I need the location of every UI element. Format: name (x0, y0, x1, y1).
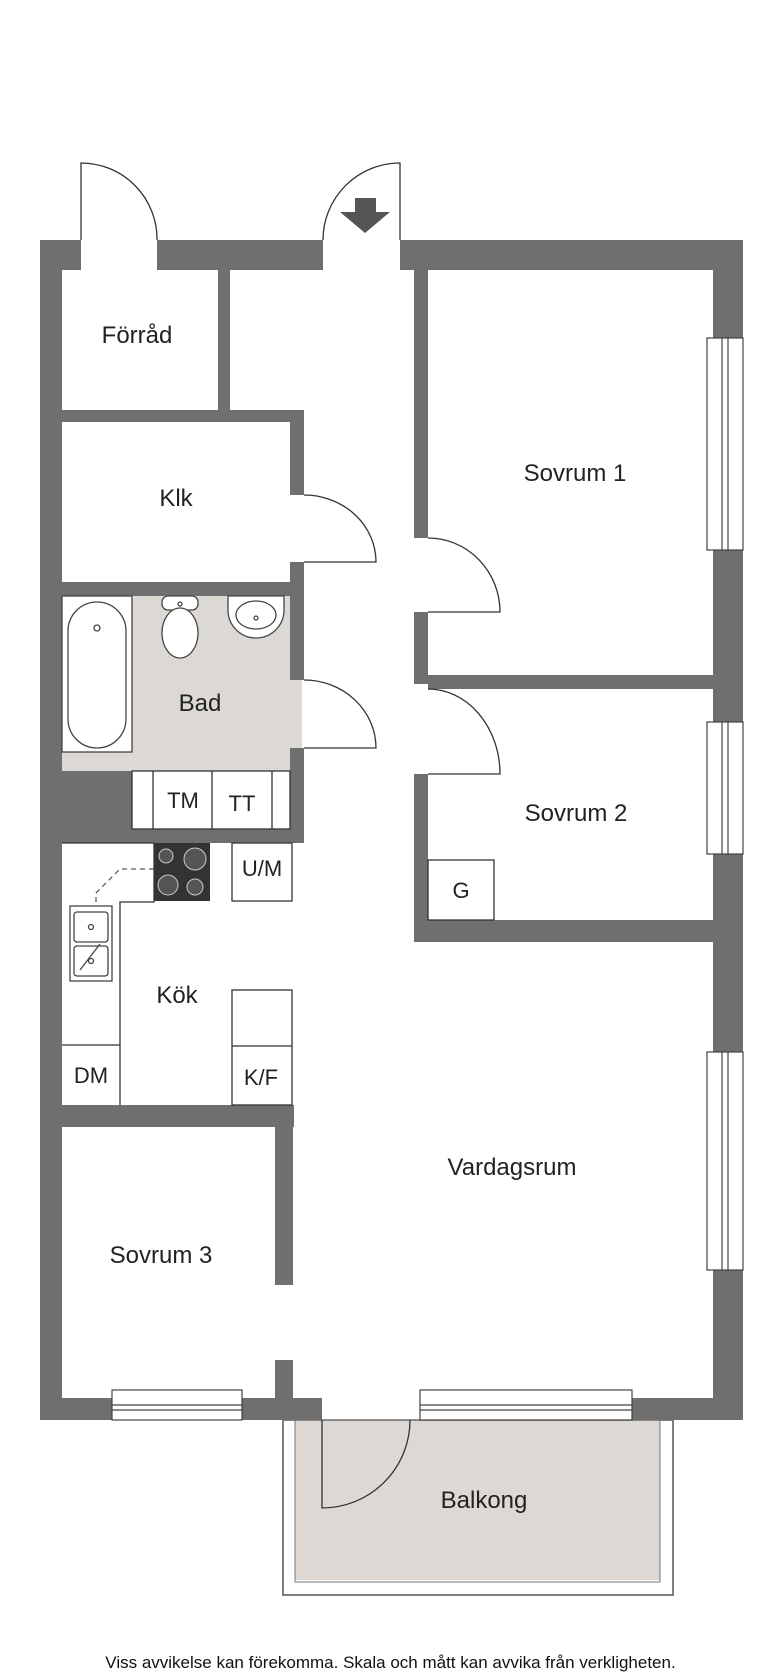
stove-icon (154, 843, 210, 901)
entrance-arrow-icon (340, 198, 390, 233)
fixture-label-g: G (452, 878, 469, 903)
interior-walls (62, 270, 713, 1285)
room-label-sovrum-3: Sovrum 3 (110, 1242, 213, 1269)
fixture-label-tm: TM (167, 788, 199, 813)
fixture-label-kf: K/F (244, 1065, 278, 1090)
kitchen-sink-icon (69, 905, 113, 982)
fixture-label-tt: TT (229, 791, 256, 816)
toilet-icon (161, 595, 199, 659)
windows (111, 337, 744, 1421)
room-label-klk: Klk (159, 485, 193, 512)
sink-icon (227, 595, 285, 639)
doors (80, 162, 501, 1509)
room-label-kok: Kök (156, 982, 198, 1009)
room-label-forrad: Förråd (102, 322, 173, 349)
kitchen-counters (62, 842, 293, 1106)
room-label-sovrum-2: Sovrum 2 (525, 800, 628, 827)
room-label-bad: Bad (179, 690, 222, 717)
disclaimer-text: Viss avvikelse kan förekomma. Skala och … (105, 1653, 676, 1672)
room-label-balkong: Balkong (441, 1487, 528, 1514)
fixture-label-dm: DM (74, 1063, 108, 1088)
room-label-sovrum-1: Sovrum 1 (524, 460, 627, 487)
wardrobe (427, 859, 495, 921)
fixture-label-um: U/M (242, 856, 282, 881)
bathtub-icon (61, 595, 133, 753)
balcony-floor (295, 1420, 660, 1580)
room-label-vardagsrum: Vardagsrum (448, 1154, 577, 1181)
